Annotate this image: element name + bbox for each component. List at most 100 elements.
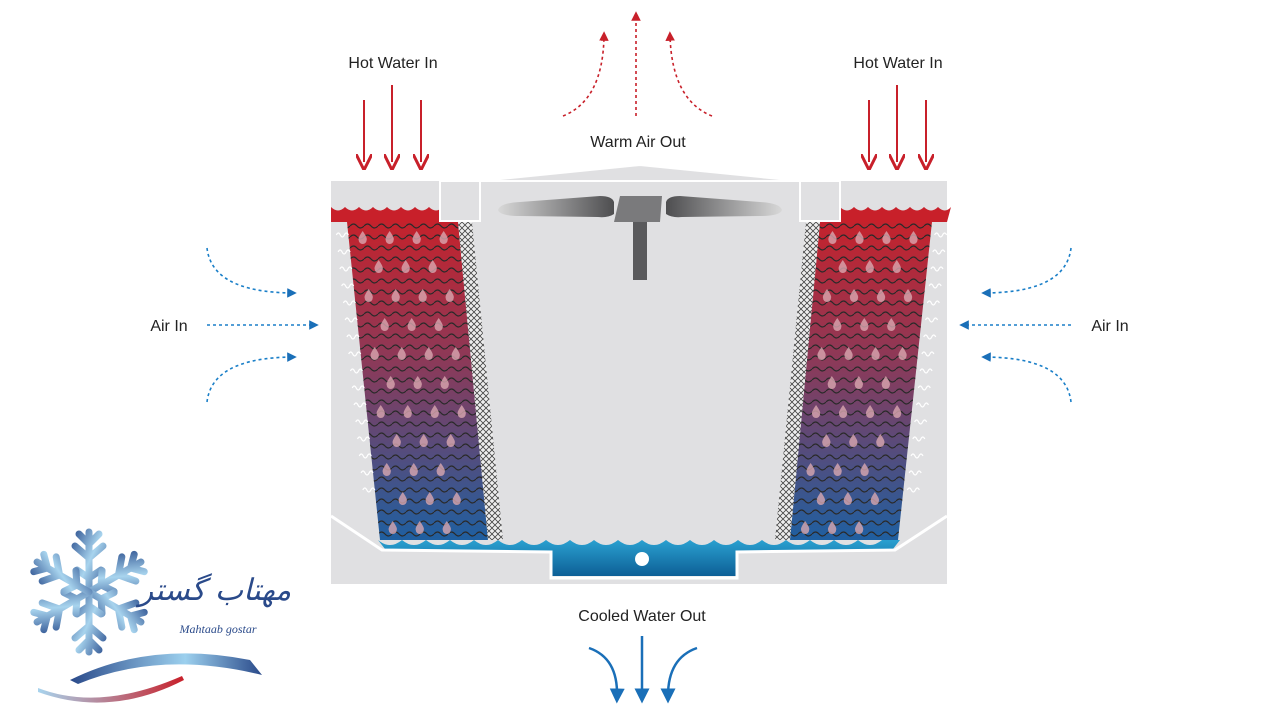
water-droplet	[887, 318, 896, 331]
air-squiggle	[348, 351, 362, 357]
air-squiggle	[912, 436, 926, 442]
logo-swoosh-red	[38, 676, 184, 703]
water-droplet	[855, 231, 864, 244]
water-droplet	[391, 289, 400, 302]
label-warm-air-out: Warm Air Out	[590, 134, 686, 151]
air-squiggle	[914, 419, 928, 425]
warm-air-arrows	[562, 11, 713, 117]
label-hot-water-in-right: Hot Water In	[853, 55, 942, 72]
water-droplet	[358, 231, 367, 244]
water-droplet	[827, 521, 837, 534]
air-squiggle	[924, 317, 939, 323]
water-droplet	[843, 492, 853, 505]
air-squiggle	[351, 385, 365, 391]
air-squiggle	[337, 249, 351, 255]
air-squiggle	[349, 368, 363, 374]
water-droplet	[827, 376, 836, 389]
company-logo: مهتاب گستر Mahtaab gostar	[30, 528, 291, 703]
water-droplet	[844, 347, 853, 360]
air-squiggle	[910, 453, 924, 459]
air-squiggle	[917, 385, 931, 391]
drift-eliminator-left	[458, 222, 503, 540]
water-droplet	[452, 492, 461, 505]
water-droplet	[860, 318, 869, 331]
water-droplet	[370, 347, 379, 360]
water-droplet	[425, 492, 434, 505]
air-squiggle	[339, 266, 353, 272]
air-squiggle	[342, 300, 356, 306]
water-droplet	[388, 521, 397, 534]
water-droplet	[860, 463, 869, 476]
air-squiggle	[921, 351, 935, 357]
logo-swoosh-blue	[70, 653, 262, 684]
water-droplet	[436, 463, 445, 476]
water-droplet	[446, 434, 455, 447]
water-droplet	[882, 231, 891, 244]
water-droplet	[865, 260, 874, 273]
hot-water-arrows-right	[869, 85, 926, 162]
logo-latin-name: Mahtaab gostar	[178, 622, 256, 636]
water-droplet	[838, 405, 848, 418]
water-droplet	[881, 376, 890, 389]
water-droplet	[398, 492, 407, 505]
water-droplet	[415, 521, 424, 534]
air-squiggle	[335, 232, 349, 238]
air-squiggle	[908, 470, 922, 476]
water-droplet	[806, 463, 815, 476]
water-droplet	[376, 405, 385, 418]
water-droplet	[385, 231, 394, 244]
water-droplet	[865, 405, 875, 418]
water-droplet	[817, 347, 826, 360]
water-droplet	[898, 347, 907, 360]
water-droplet	[892, 260, 901, 273]
water-droplet	[822, 434, 831, 447]
hot-water-arrows-left	[364, 85, 421, 162]
water-droplet	[811, 405, 821, 418]
air-squiggle	[923, 334, 937, 340]
water-droplet	[439, 231, 448, 244]
air-squiggle	[355, 419, 369, 425]
water-droplet	[457, 405, 466, 418]
air-squiggles	[335, 232, 948, 493]
snowflake-arm	[30, 550, 93, 596]
fill-media-left	[347, 222, 488, 540]
water-droplet	[451, 347, 460, 360]
air-squiggle	[934, 232, 948, 238]
cooled-water-arrows	[588, 636, 698, 704]
fan	[498, 196, 782, 280]
label-air-in-left: Air In	[150, 318, 187, 335]
air-squiggle	[360, 470, 374, 476]
water-droplet	[374, 260, 383, 273]
water-droplet	[445, 289, 454, 302]
air-squiggle	[926, 300, 940, 306]
water-droplet	[833, 318, 842, 331]
water-droplet	[909, 231, 918, 244]
snowflake-arm	[71, 588, 107, 656]
air-in-arrows-left	[206, 247, 319, 403]
water-droplet	[413, 376, 422, 389]
water-droplet	[838, 260, 847, 273]
water-droplet	[828, 231, 837, 244]
water-droplet	[442, 521, 451, 534]
water-droplet	[424, 347, 433, 360]
label-hot-water-in-left: Hot Water In	[348, 55, 437, 72]
water-droplet	[876, 289, 886, 302]
air-squiggle	[362, 487, 376, 493]
water-droplet	[440, 376, 449, 389]
air-squiggle	[344, 317, 358, 323]
air-in-arrows-right	[959, 247, 1072, 403]
snowflake-icon	[30, 528, 148, 656]
water-droplet	[870, 492, 880, 505]
water-droplet	[800, 521, 810, 534]
water-droplet	[434, 318, 443, 331]
air-squiggle	[341, 283, 355, 289]
air-squiggle	[930, 266, 944, 272]
air-squiggle	[928, 283, 942, 289]
water-droplet	[401, 260, 410, 273]
snowflake-arm	[71, 528, 107, 596]
water-droplet	[403, 405, 412, 418]
air-squiggle	[353, 402, 367, 408]
water-droplet	[833, 463, 842, 476]
water-droplet	[419, 434, 428, 447]
water-droplet	[430, 405, 439, 418]
